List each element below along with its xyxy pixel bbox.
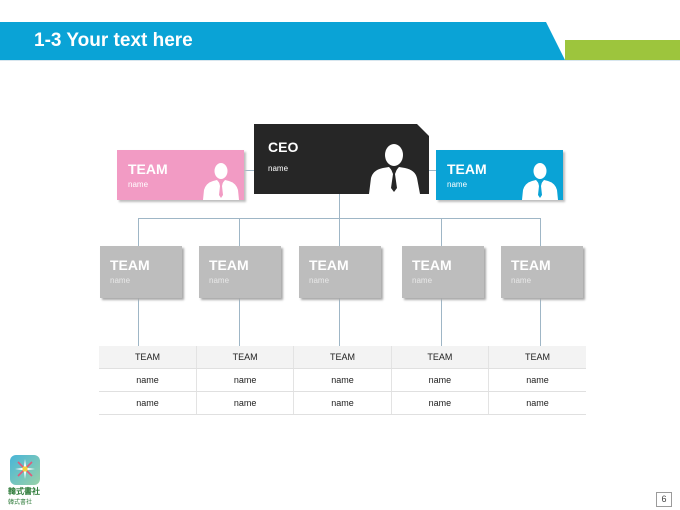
team-title: TEAM bbox=[511, 257, 551, 273]
person-icon bbox=[203, 163, 239, 200]
logo-subtext: 韓式書社 bbox=[8, 500, 33, 506]
table-cell: name bbox=[293, 391, 392, 415]
team-box: TEAM name bbox=[100, 246, 182, 298]
team-box: TEAM name bbox=[199, 246, 281, 298]
table-cell: name bbox=[488, 391, 586, 415]
table-row: name name name name name bbox=[99, 368, 586, 392]
team-box: TEAM name bbox=[402, 246, 484, 298]
ceo-name: name bbox=[268, 164, 289, 173]
connector-ceo-left bbox=[244, 170, 254, 171]
connector-ceo-down bbox=[339, 194, 340, 218]
table-header-cell: TEAM bbox=[99, 346, 197, 369]
table-cell: name bbox=[99, 368, 197, 392]
brand-logo-icon bbox=[10, 455, 40, 485]
team-box-pink: TEAM name bbox=[117, 150, 244, 200]
team-name: name bbox=[128, 180, 149, 189]
team-title: TEAM bbox=[128, 161, 168, 177]
team-title: TEAM bbox=[412, 257, 452, 273]
header-accent-bar bbox=[565, 40, 680, 60]
team-name: name bbox=[110, 276, 131, 285]
table-header-cell: TEAM bbox=[293, 346, 392, 369]
team-name: name bbox=[309, 276, 330, 285]
table-header-cell: TEAM bbox=[488, 346, 586, 369]
table-cell: name bbox=[195, 391, 294, 415]
table-header-cell: TEAM bbox=[195, 346, 294, 369]
page-number: 6 bbox=[656, 492, 672, 507]
team-box: TEAM name bbox=[299, 246, 381, 298]
table-cell: name bbox=[488, 368, 586, 392]
logo-text: 韓式書社 bbox=[8, 487, 40, 496]
ceo-title: CEO bbox=[268, 139, 299, 155]
table-cell: name bbox=[99, 391, 197, 415]
header-bar bbox=[0, 22, 565, 60]
header-divider bbox=[0, 60, 680, 61]
table-header-row: TEAM TEAM TEAM TEAM TEAM bbox=[99, 346, 586, 369]
team-title: TEAM bbox=[110, 257, 150, 273]
table-cell: name bbox=[195, 368, 294, 392]
table-cell: name bbox=[390, 391, 489, 415]
page-title: 1-3 Your text here bbox=[34, 30, 193, 51]
table-cell: name bbox=[390, 368, 489, 392]
person-icon bbox=[369, 144, 420, 194]
team-title: TEAM bbox=[209, 257, 249, 273]
team-title: TEAM bbox=[309, 257, 349, 273]
team-name: name bbox=[412, 276, 433, 285]
table-header-cell: TEAM bbox=[390, 346, 489, 369]
team-title: TEAM bbox=[447, 161, 487, 177]
team-table: TEAM TEAM TEAM TEAM TEAM name name name … bbox=[99, 346, 586, 415]
team-box-blue: TEAM name bbox=[436, 150, 563, 200]
team-name: name bbox=[447, 180, 468, 189]
team-box: TEAM name bbox=[501, 246, 583, 298]
ceo-box: CEO name bbox=[254, 124, 429, 194]
connector-ceo-right bbox=[429, 170, 436, 171]
team-name: name bbox=[511, 276, 532, 285]
flower-icon bbox=[15, 459, 35, 479]
table-row: name name name name name bbox=[99, 391, 586, 415]
table-cell: name bbox=[293, 368, 392, 392]
team-name: name bbox=[209, 276, 230, 285]
person-icon bbox=[522, 163, 558, 200]
